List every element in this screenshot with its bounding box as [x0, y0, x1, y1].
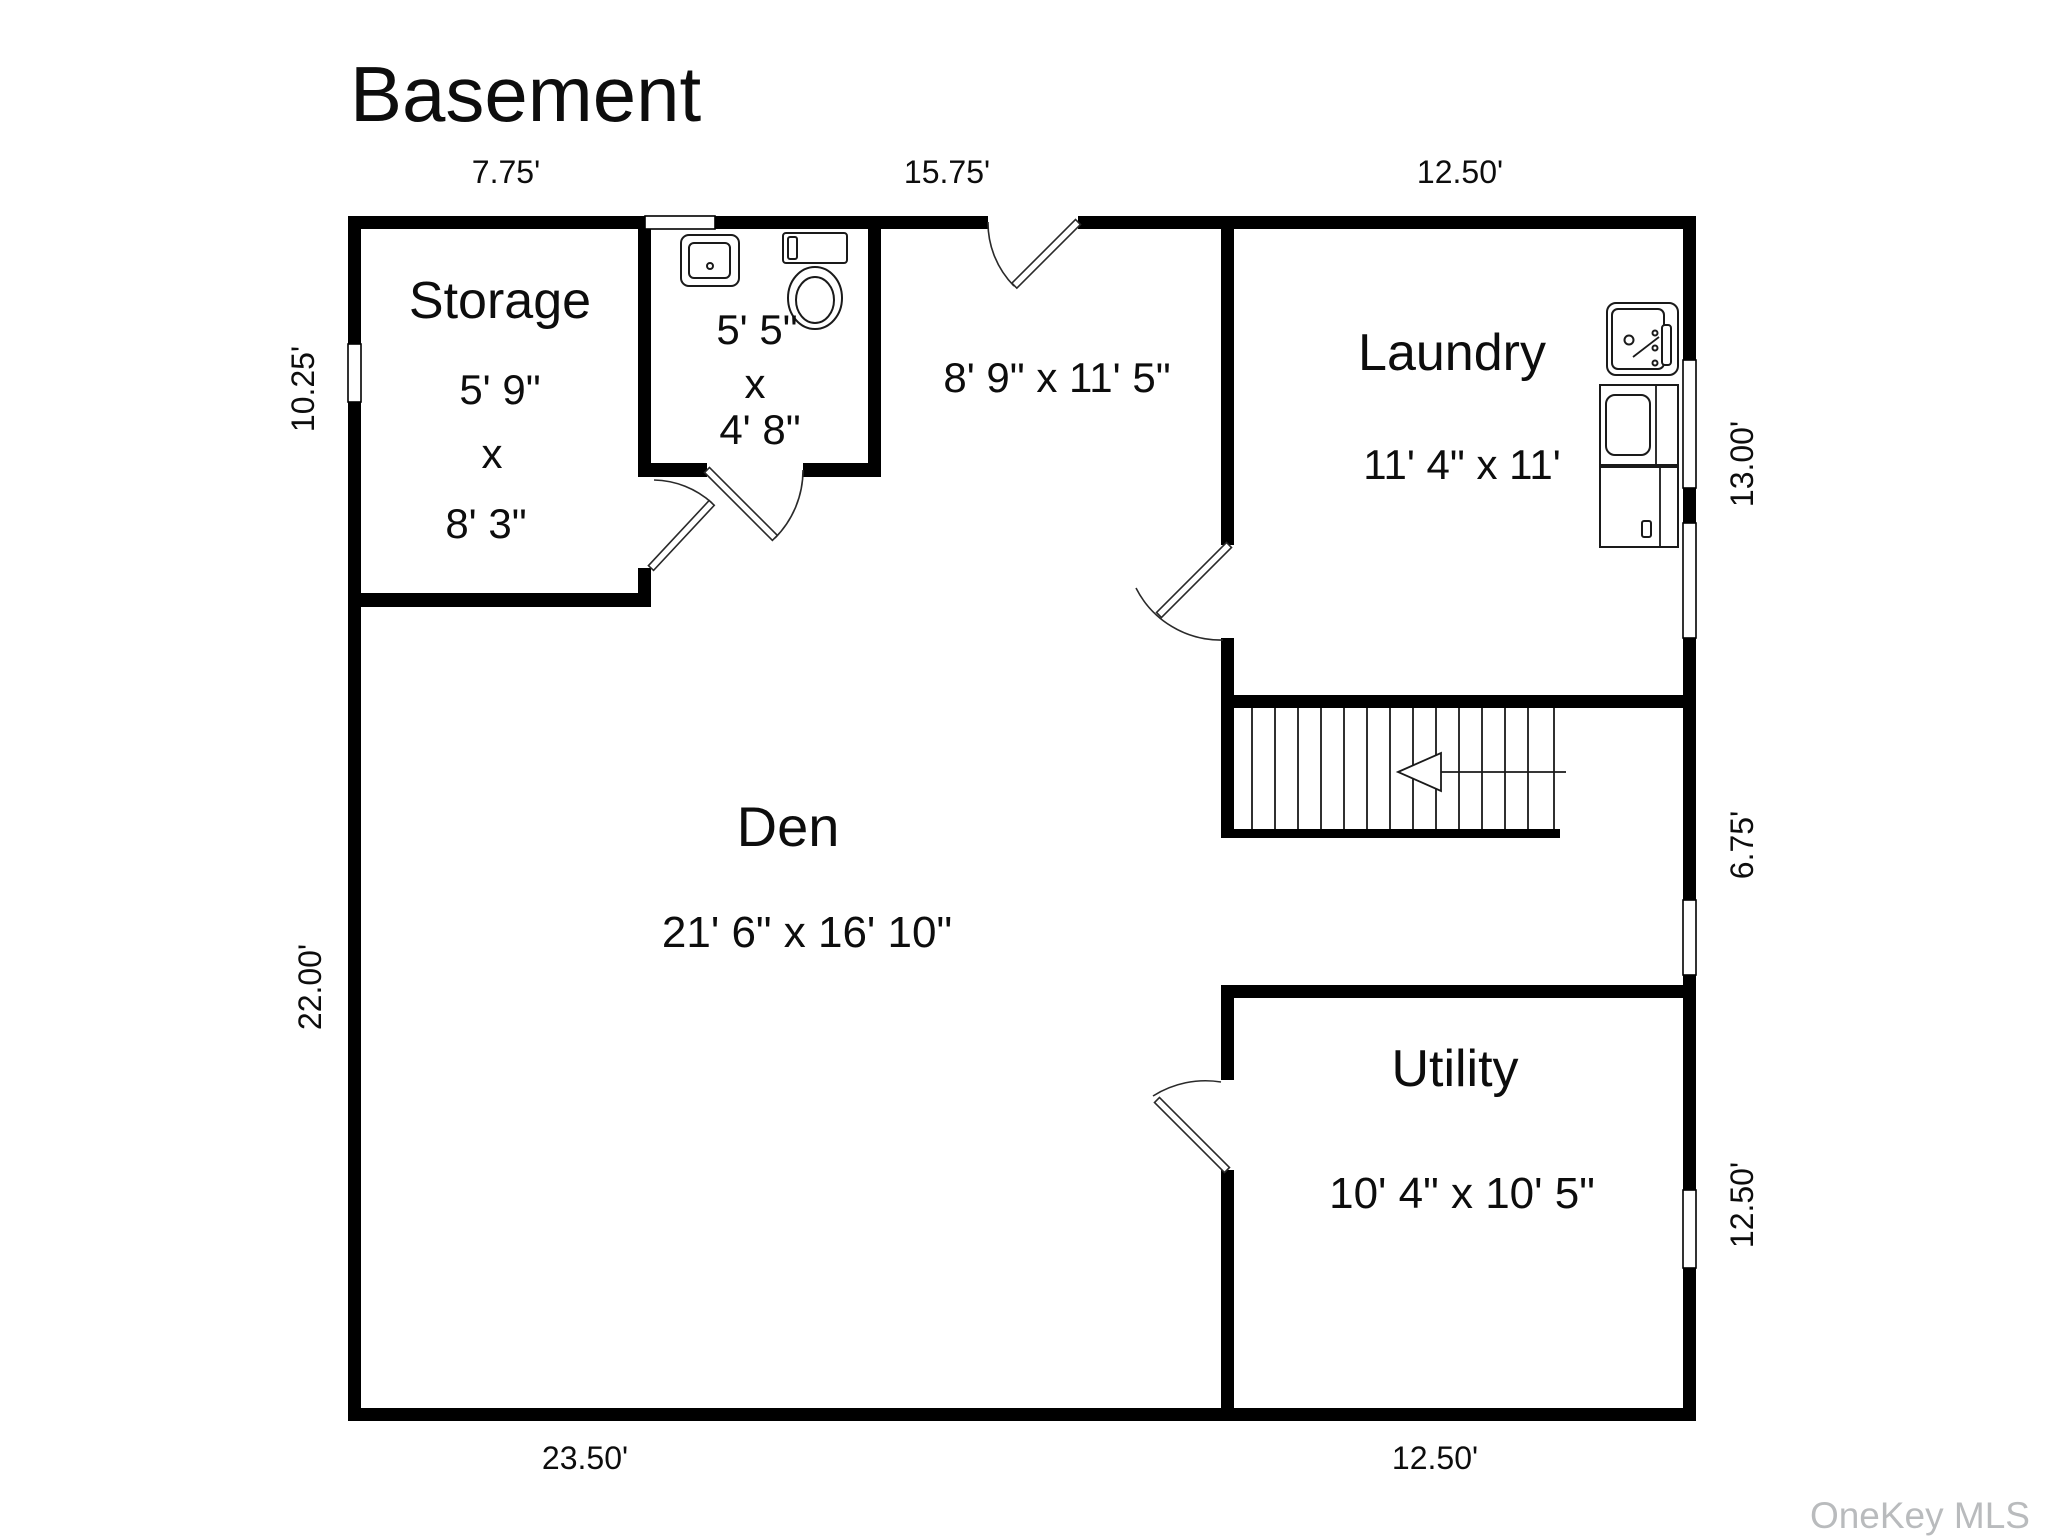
left-wall — [348, 216, 361, 1421]
dim-bottom-left: 23.50' — [542, 1440, 628, 1476]
bottom-wall — [348, 1408, 1696, 1421]
washer-icon — [1599, 384, 1679, 466]
utility-left-wall-lower — [1221, 1170, 1234, 1408]
room-dims-storage-x: x — [482, 430, 503, 477]
utility-door-icon — [1152, 1079, 1231, 1174]
bathroom-bottom-wall-right — [803, 463, 881, 477]
room-dims-hall: 8' 9" x 11' 5" — [943, 354, 1170, 401]
stairs-left-wall — [1221, 708, 1234, 838]
dim-top-middle: 15.75' — [904, 154, 990, 190]
room-dims-laundry: 11' 4" x 11' — [1363, 441, 1561, 488]
dim-bottom-right: 12.50' — [1392, 1440, 1478, 1476]
dim-top-right: 12.50' — [1417, 154, 1503, 190]
dim-left-upper: 10.25' — [285, 346, 321, 432]
windows — [347, 215, 1697, 1269]
dim-right-upper: 13.00' — [1724, 421, 1760, 507]
stairs-bottom-edge — [1234, 829, 1560, 838]
room-label-laundry: Laundry — [1358, 324, 1546, 382]
laundry-sink-icon — [1606, 302, 1679, 376]
laundry-window-upper-icon — [1682, 359, 1697, 489]
room-dims-bathroom-x: x — [745, 360, 766, 407]
page-title: Basement — [350, 50, 702, 138]
room-dims-bathroom-w: 5' 5" — [716, 306, 797, 353]
laundry-bottom-wall — [1221, 695, 1696, 708]
walls — [348, 216, 1696, 1421]
right-wall — [1683, 216, 1696, 1421]
bathroom-sink-icon — [680, 234, 740, 287]
laundry-left-wall-lower — [1221, 638, 1234, 708]
bathroom-bottom-wall-left — [651, 463, 707, 477]
laundry-left-wall-upper — [1221, 229, 1234, 545]
utility-top-wall — [1221, 985, 1696, 998]
dim-left-lower: 22.00' — [292, 944, 328, 1030]
bathroom-right-wall — [868, 229, 881, 477]
laundry-window-lower-icon — [1682, 522, 1697, 639]
dryer-icon — [1599, 466, 1679, 548]
bathroom-window-icon — [644, 215, 716, 230]
top-wall-right — [1078, 216, 1696, 229]
dim-top-left: 7.75' — [472, 154, 540, 190]
room-dims-storage-w: 5' 9" — [459, 366, 540, 413]
laundry-door-icon — [1135, 541, 1233, 641]
entry-door-icon — [987, 218, 1082, 290]
room-dims-den: 21' 6" x 16' 10" — [662, 908, 952, 957]
room-dims-bathroom-l: 4' 8" — [719, 406, 800, 453]
watermark: OneKey MLS — [1810, 1495, 2030, 1536]
landing-window-icon — [1682, 899, 1697, 976]
dim-right-middle: 6.75' — [1724, 811, 1760, 879]
bathroom-door-icon — [703, 466, 804, 542]
storage-window-icon — [347, 343, 362, 403]
storage-door-icon — [647, 479, 716, 572]
room-label-den: Den — [737, 795, 840, 858]
top-wall-middle — [715, 216, 988, 229]
utility-window-icon — [1682, 1189, 1697, 1269]
utility-left-wall-upper — [1221, 998, 1234, 1080]
storage-wall-end-stub — [638, 568, 651, 607]
top-wall-left — [348, 216, 645, 229]
storage-bathroom-divider-wall — [638, 229, 651, 477]
toilet-icon — [782, 232, 848, 330]
stairs-icon — [1234, 708, 1566, 838]
dim-right-lower: 12.50' — [1724, 1162, 1760, 1248]
room-dims-utility: 10' 4" x 10' 5" — [1329, 1169, 1595, 1218]
room-label-utility: Utility — [1391, 1040, 1518, 1098]
storage-bottom-wall — [348, 593, 651, 607]
room-label-storage: Storage — [409, 272, 591, 330]
room-dims-storage-l: 8' 3" — [445, 500, 526, 547]
stairs-direction-arrow-icon — [1395, 751, 1566, 793]
